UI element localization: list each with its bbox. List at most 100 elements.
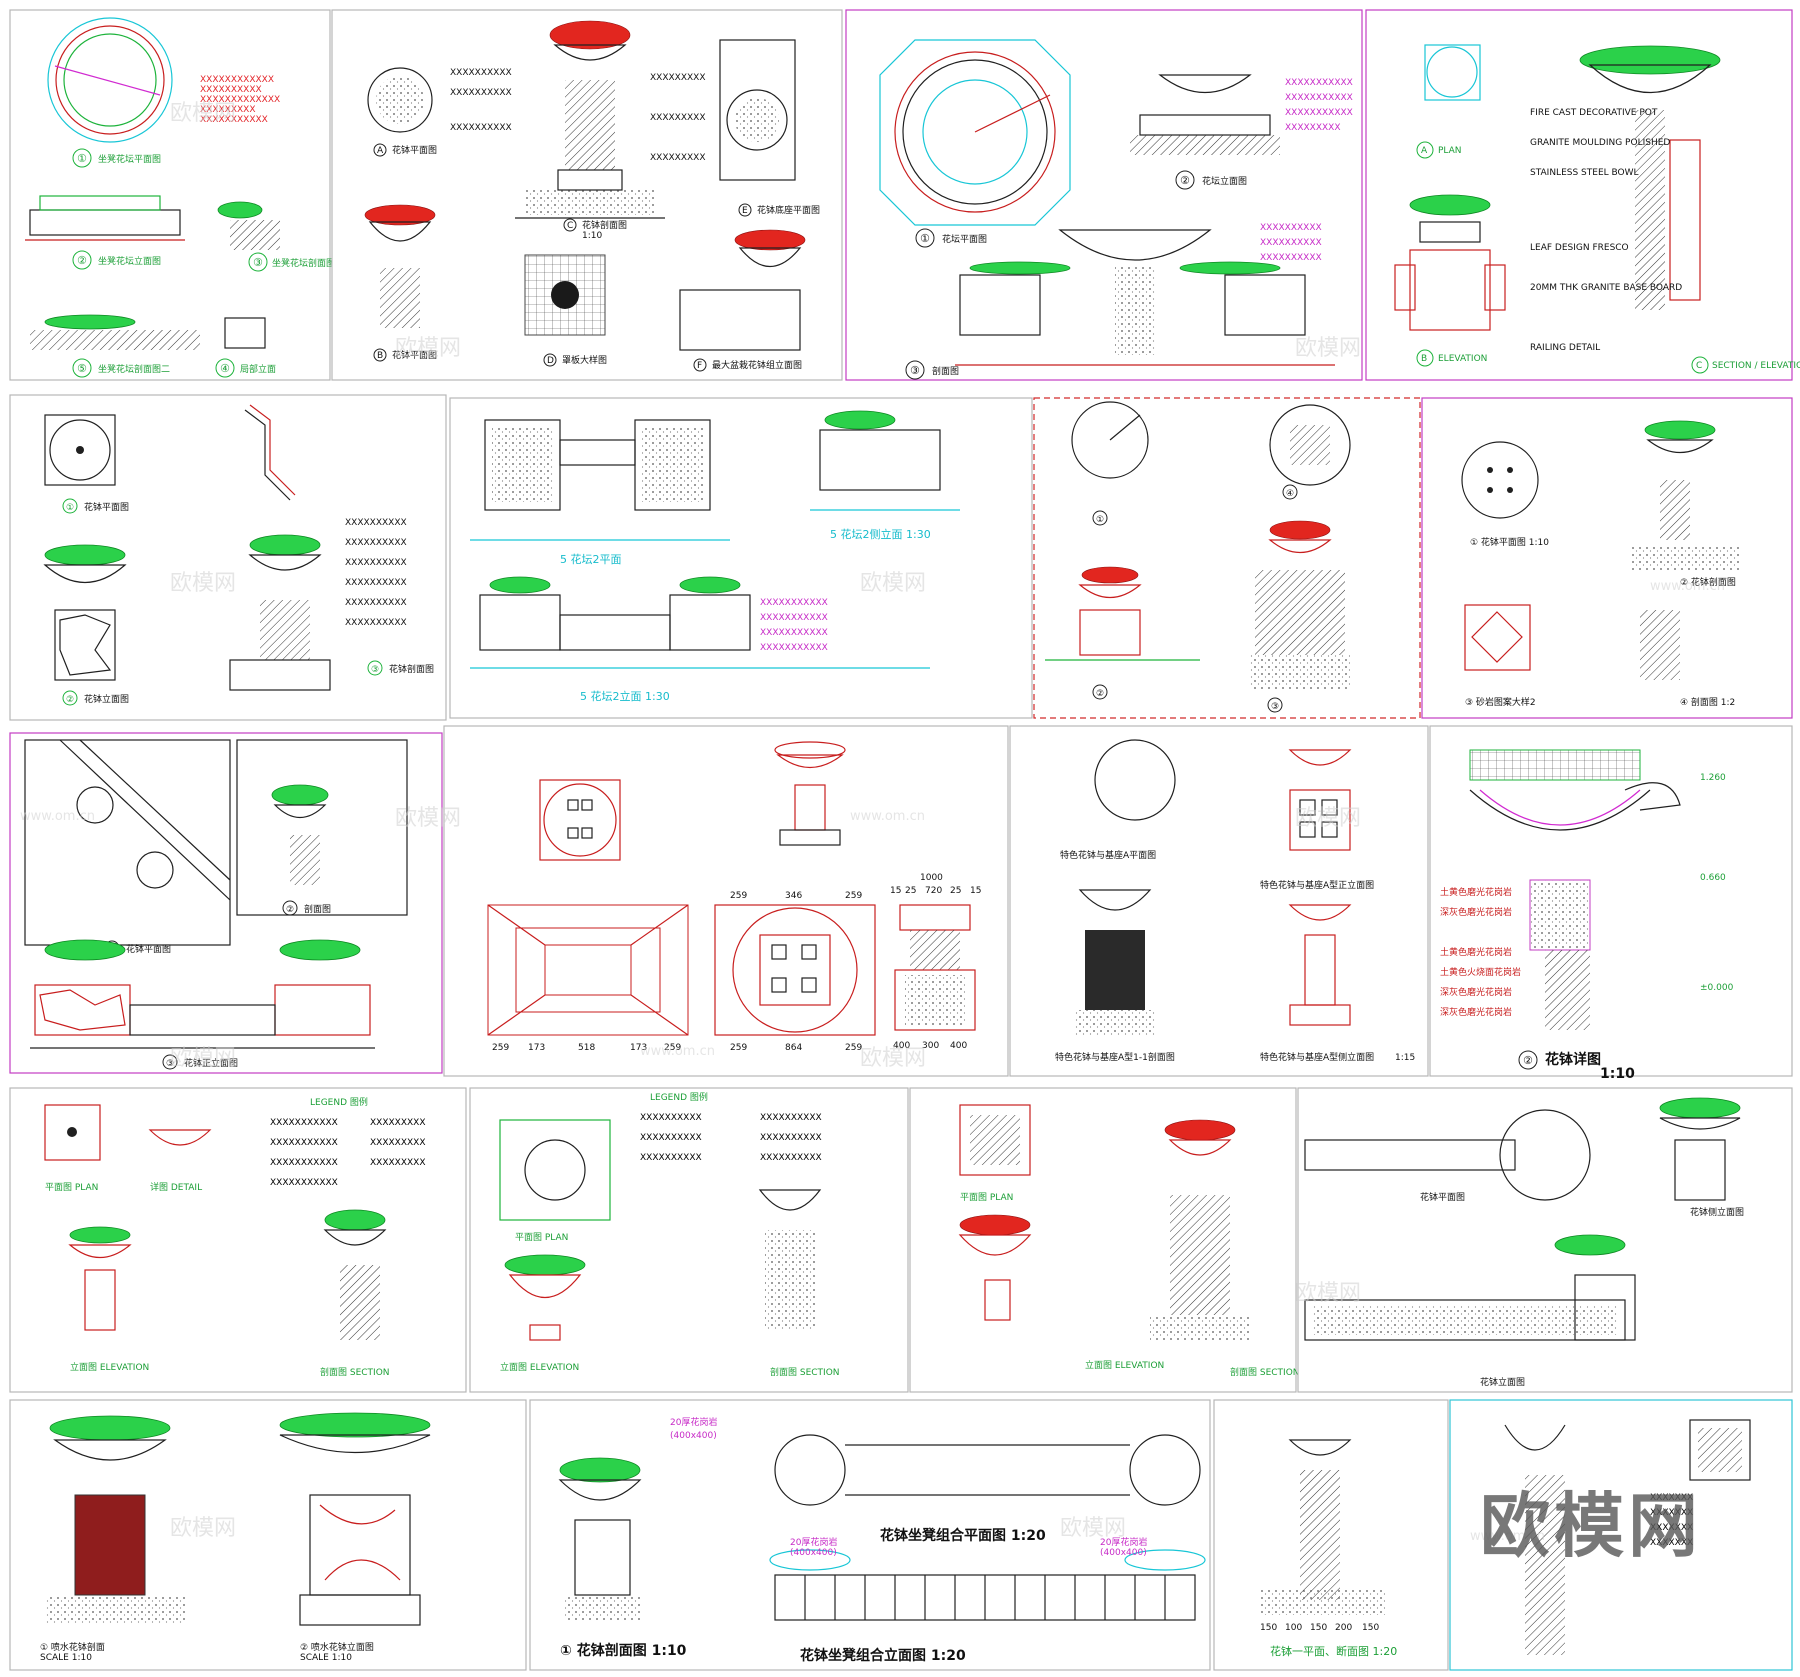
svg-text:花钵平面图: 花钵平面图 xyxy=(392,144,437,156)
p10-dims-side: 1000 15 25 720 25 15 400 300 400 xyxy=(890,873,981,1051)
svg-text:SECTION / ELEVATION: SECTION / ELEVATION xyxy=(1712,361,1800,371)
p3-label-2: ② 花坛立面图 xyxy=(1175,170,1247,190)
svg-text:剖面图 SECTION: 剖面图 SECTION xyxy=(770,1366,840,1378)
svg-text:欧模网: 欧模网 xyxy=(170,101,236,126)
p6-title-side: 5 花坛2侧立面 1:30 xyxy=(830,527,931,541)
svg-text:欧模网: 欧模网 xyxy=(1295,806,1361,831)
svg-text:259: 259 xyxy=(845,891,862,901)
svg-text:②: ② xyxy=(77,254,87,267)
svg-text:A: A xyxy=(1421,146,1428,156)
svg-text:150: 150 xyxy=(1362,1623,1379,1633)
svg-text:STAINLESS STEEL BOWL: STAINLESS STEEL BOWL xyxy=(1530,168,1639,178)
panel-8-sandstone-bowl: ① 花钵平面图 1:10 ② 花钵剖面图 ③ 砂岩图案大样2 ④ 剖面图 1:2 xyxy=(1421,397,1793,719)
p5-label-2: ② 花钵立面图 xyxy=(62,690,129,706)
svg-text:欧模网: 欧模网 xyxy=(170,1046,236,1071)
svg-text:XXXXXXXXXX: XXXXXXXXXX xyxy=(760,1153,822,1163)
svg-text:花钵平面图: 花钵平面图 xyxy=(392,349,437,361)
p10-dims-round: 259 346 259 259 864 259 xyxy=(730,891,862,1053)
p8-title-detail: ④ 剖面图 1:2 xyxy=(1680,696,1735,708)
svg-text:⑤: ⑤ xyxy=(77,362,87,375)
svg-text:XXXXXXXXX: XXXXXXXXX xyxy=(1285,123,1341,133)
svg-text:XXXXXXXXXX: XXXXXXXXXX xyxy=(640,1153,702,1163)
p14-legend: LEGEND 图例 xyxy=(650,1091,708,1103)
planter-plan-circle xyxy=(47,17,173,143)
svg-text:XXXXXXXXXXX: XXXXXXXXXXX xyxy=(760,643,828,653)
svg-text:欧模网: 欧模网 xyxy=(1060,1516,1126,1541)
svg-text:20厚花岗岩: 20厚花岗岩 xyxy=(1100,1536,1147,1548)
watermarks: 欧模网 欧模网 欧模网 欧模网 欧模网 欧模网 欧模网 欧模网 欧模网 欧模网 … xyxy=(20,101,1725,1567)
svg-text:www.om.cn: www.om.cn xyxy=(850,809,925,824)
svg-text:259: 259 xyxy=(730,1043,747,1053)
svg-text:XXXXXXXXX: XXXXXXXXX xyxy=(650,153,706,163)
svg-text:259: 259 xyxy=(730,891,747,901)
svg-text:②: ② xyxy=(66,695,74,705)
p2-label-d: D 罩板大样图 xyxy=(543,353,607,367)
svg-text:最大盆栽花钵组立面图: 最大盆栽花钵组立面图 xyxy=(712,359,802,371)
p3-label-3: ③ 剖面图 xyxy=(905,360,959,380)
svg-text:②: ② xyxy=(1096,689,1104,699)
svg-text:D: D xyxy=(547,356,554,366)
panel-7-round-pot: ① ④ ② ③ xyxy=(1033,397,1421,719)
svg-text:花钵剖面图: 花钵剖面图 xyxy=(582,219,627,231)
svg-text:346: 346 xyxy=(785,891,802,901)
svg-text:XXXXXXXXXX: XXXXXXXXXX xyxy=(345,558,407,568)
svg-text:XXXXXXXXXX: XXXXXXXXXX xyxy=(200,85,262,95)
svg-text:土黄色磨光花岗岩: 土黄色磨光花岗岩 xyxy=(1440,886,1512,898)
svg-text:花钵立面图: 花钵立面图 xyxy=(84,693,129,705)
p5-label-1: ① 花钵平面图 xyxy=(62,498,129,514)
svg-text:深灰色磨光花岗岩: 深灰色磨光花岗岩 xyxy=(1440,906,1512,918)
svg-text:FIRE CAST DECORATIVE POT: FIRE CAST DECORATIVE POT xyxy=(1530,108,1658,118)
svg-text:25: 25 xyxy=(905,886,916,896)
p1-label-1: ① 坐凳花坛平面图 xyxy=(72,148,161,168)
p8-title-plan: ① 花钵平面图 1:10 xyxy=(1470,536,1549,548)
p18-title-section: ① 花钵剖面图 1:10 xyxy=(560,1642,687,1659)
panel-11-feature-bowl-a: 特色花钵与基座A平面图 特色花钵与基座A型正立面图 特色花钵与基座A型1-1剖面… xyxy=(1009,725,1429,1077)
svg-text:花钵侧立面图: 花钵侧立面图 xyxy=(1690,1206,1744,1218)
svg-text:XXXXXXXXXX: XXXXXXXXXX xyxy=(1260,223,1322,233)
svg-text:平面图 PLAN: 平面图 PLAN xyxy=(515,1232,568,1243)
p11-title-plan: 特色花钵与基座A平面图 xyxy=(1060,849,1156,861)
svg-text:欧模网: 欧模网 xyxy=(395,336,461,361)
svg-text:立面图 ELEVATION: 立面图 ELEVATION xyxy=(70,1361,149,1373)
p5-label-3: ③ 花钵剖面图 xyxy=(367,660,434,676)
svg-text:剖面图 SECTION: 剖面图 SECTION xyxy=(1230,1366,1300,1378)
svg-text:259: 259 xyxy=(845,1043,862,1053)
p4-label-c: C SECTION / ELEVATION xyxy=(1691,356,1800,374)
svg-text:欧模网: 欧模网 xyxy=(170,1516,236,1541)
p13-legend: LEGEND 图例 xyxy=(310,1096,368,1108)
svg-text:173: 173 xyxy=(630,1043,647,1053)
panel-6-planter-2: 5 花坛2平面 5 花坛2侧立面 1:30 XXXXXXXXXXXXXXXXXX… xyxy=(449,397,1033,719)
svg-text:XXXXXXXXXXX: XXXXXXXXXXX xyxy=(270,1118,338,1128)
svg-text:坐凳花坛立面图: 坐凳花坛立面图 xyxy=(98,255,161,267)
svg-text:XXXXXXXXX: XXXXXXXXX xyxy=(370,1118,426,1128)
p9-label-2: ② 剖面图 xyxy=(282,900,331,916)
svg-text:XXXXXXXXXXX: XXXXXXXXXXX xyxy=(1285,108,1353,118)
svg-text:欧模网: 欧模网 xyxy=(1295,1281,1361,1306)
p9-label-3: ③ 花钵正立面图 xyxy=(162,1054,238,1070)
svg-text:www.om.cn: www.om.cn xyxy=(640,1044,715,1059)
svg-text:④: ④ xyxy=(220,362,230,375)
p18-title-plan: 花钵坐凳组合平面图 1:20 xyxy=(880,1527,1046,1544)
svg-text:花钵底座平面图: 花钵底座平面图 xyxy=(757,204,820,216)
svg-text:欧模网: 欧模网 xyxy=(860,571,926,596)
panel-17-fountain-bowl: ① 喷水花钵剖面 SCALE 1:10 ② 喷水花钵立面图 SCALE 1:10 xyxy=(9,1399,527,1671)
svg-text:剖面图: 剖面图 xyxy=(932,365,959,377)
svg-text:XXXXXXXXXXX: XXXXXXXXXXX xyxy=(270,1138,338,1148)
svg-text:XXXXXXXXXX: XXXXXXXXXX xyxy=(345,618,407,628)
svg-text:局部立面: 局部立面 xyxy=(240,363,276,375)
svg-text:150: 150 xyxy=(1260,1623,1277,1633)
svg-text:花钵详图: 花钵详图 xyxy=(1545,1051,1601,1068)
p2-bowl-elevation xyxy=(515,20,665,219)
svg-text:①: ① xyxy=(66,503,74,513)
svg-text:PLAN: PLAN xyxy=(1438,146,1462,156)
p11-title-side: 特色花钵与基座A型侧立面图 xyxy=(1260,1051,1374,1063)
svg-text:欧模网: 欧模网 xyxy=(1295,336,1361,361)
svg-text:25: 25 xyxy=(950,886,961,896)
svg-text:F: F xyxy=(697,361,702,371)
svg-text:花坛立面图: 花坛立面图 xyxy=(1202,175,1247,187)
svg-text:XXXXXXX: XXXXXXX xyxy=(1650,1523,1693,1533)
svg-text:150: 150 xyxy=(1310,1623,1327,1633)
svg-text:XXXXXXXXXX: XXXXXXXXXX xyxy=(450,123,512,133)
svg-text:20MM THK GRANITE BASE BOARD: 20MM THK GRANITE BASE BOARD xyxy=(1530,283,1682,293)
